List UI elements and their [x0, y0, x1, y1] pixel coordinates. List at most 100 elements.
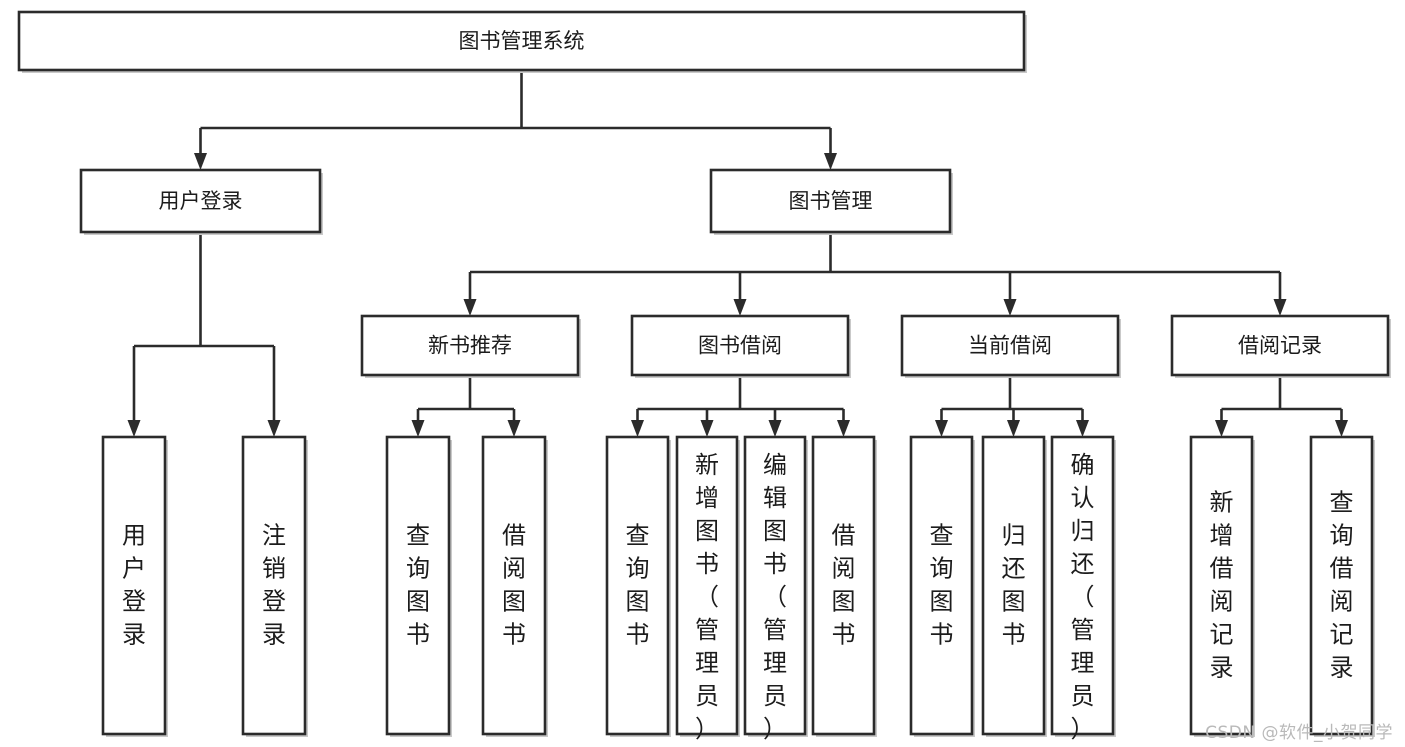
- edge-arrowhead: [463, 299, 477, 316]
- edge-arrowhead: [837, 420, 850, 437]
- node-label-char: 借: [502, 522, 526, 550]
- node-label-char: 阅: [1210, 588, 1234, 616]
- node-label-char: 书: [763, 550, 787, 578]
- node-label-char: 书: [626, 621, 650, 649]
- node-label-char: 员: [763, 682, 787, 710]
- node-label-char: 查: [406, 522, 430, 550]
- node-label-char: 书: [406, 621, 430, 649]
- node-label-char: 编: [763, 451, 787, 479]
- node-rect: [605, 435, 670, 736]
- node-label: 图书管理系统: [459, 29, 585, 53]
- node-rect: [241, 435, 307, 736]
- node-rect: [811, 435, 876, 736]
- edge-arrowhead: [824, 153, 837, 170]
- node-current-borrow[interactable]: 当前借阅: [900, 314, 1121, 378]
- edge-arrowhead: [631, 420, 644, 437]
- node-rect: [909, 435, 974, 736]
- node-label-char: 图: [763, 517, 787, 545]
- node-label: 用户登录: [159, 189, 243, 213]
- node-book-management[interactable]: 图书管理: [709, 168, 953, 235]
- node-label: 当前借阅: [968, 334, 1052, 358]
- node-label-char: 录: [1210, 654, 1234, 682]
- node-root[interactable]: 图书管理系统: [17, 10, 1027, 73]
- node-label-char: 书: [502, 621, 526, 649]
- node-rect: [630, 314, 850, 377]
- node-label-char: 认: [1071, 484, 1095, 512]
- node-label-char: 登: [262, 588, 286, 616]
- node-label-char: 图: [695, 517, 719, 545]
- node-label-char: 新: [695, 451, 719, 479]
- node-label-char: 录: [122, 621, 146, 649]
- node-label-char: 理: [695, 649, 719, 677]
- node-label-char: 图: [406, 588, 430, 616]
- node-borrow-record[interactable]: 借阅记录: [1170, 314, 1391, 378]
- node-rect: [360, 314, 580, 377]
- edge-arrowhead: [194, 153, 207, 170]
- edge-arrowhead: [1215, 420, 1228, 437]
- edge-arrowhead: [1007, 420, 1020, 437]
- node-rect: [385, 435, 451, 736]
- edge-arrowhead: [935, 420, 948, 437]
- node-label-char: 书: [930, 621, 954, 649]
- node-label-char: 增: [1210, 522, 1234, 550]
- node-rect: [709, 168, 952, 234]
- node-label-char: 登: [122, 588, 146, 616]
- node-label: 图书管理: [789, 189, 873, 213]
- node-label-char: 询: [406, 555, 430, 583]
- edge-arrowhead: [411, 420, 425, 437]
- node-label-char: 增: [695, 484, 719, 512]
- node-label-char: 询: [1330, 522, 1354, 550]
- node-label-char: 图: [502, 588, 526, 616]
- node-new-book-recommend[interactable]: 新书推荐: [360, 314, 581, 378]
- node-label-char: 确: [1071, 451, 1095, 479]
- node-label-char: 书: [832, 621, 856, 649]
- edge-arrowhead: [700, 420, 714, 437]
- node-label-char: 查: [1330, 489, 1354, 517]
- node-rect: [1309, 435, 1374, 736]
- edge-arrowhead: [1335, 420, 1348, 437]
- node-label-char: 记: [1330, 621, 1354, 649]
- node-label-char: ）: [1071, 715, 1095, 743]
- node-label-char: 注: [262, 522, 286, 550]
- node-label-char: 户: [122, 555, 146, 583]
- node-rect: [675, 435, 739, 736]
- node-label-char: 阅: [1330, 588, 1354, 616]
- connector-edges: [127, 70, 1348, 437]
- node-label-char: 管: [695, 616, 719, 644]
- node-label-char: 还: [1071, 550, 1095, 578]
- node-label-char: 图: [832, 588, 856, 616]
- edge-arrowhead: [768, 420, 782, 437]
- node-rect: [743, 435, 807, 736]
- node-label-char: 理: [1071, 649, 1095, 677]
- node-label-char: 书: [1002, 621, 1026, 649]
- node-label: 新书推荐: [428, 334, 512, 358]
- edge-arrowhead: [1273, 299, 1287, 316]
- node-book-borrow[interactable]: 图书借阅: [630, 314, 851, 378]
- edge-arrowhead: [267, 420, 281, 437]
- node-user-login[interactable]: 用户登录: [79, 168, 323, 235]
- node-leaf-user-login[interactable]: 用户登录: [101, 435, 168, 737]
- node-label-char: 新: [1210, 489, 1234, 517]
- node-label: 图书借阅: [698, 334, 782, 358]
- node-label-char: 还: [1002, 555, 1026, 583]
- node-rect: [101, 435, 167, 736]
- node-label-char: 借: [1330, 555, 1354, 583]
- node-label-char: 理: [763, 649, 787, 677]
- node-label-char: 员: [1071, 682, 1095, 710]
- node-rect: [1170, 314, 1390, 377]
- edge-arrowhead: [1003, 299, 1017, 316]
